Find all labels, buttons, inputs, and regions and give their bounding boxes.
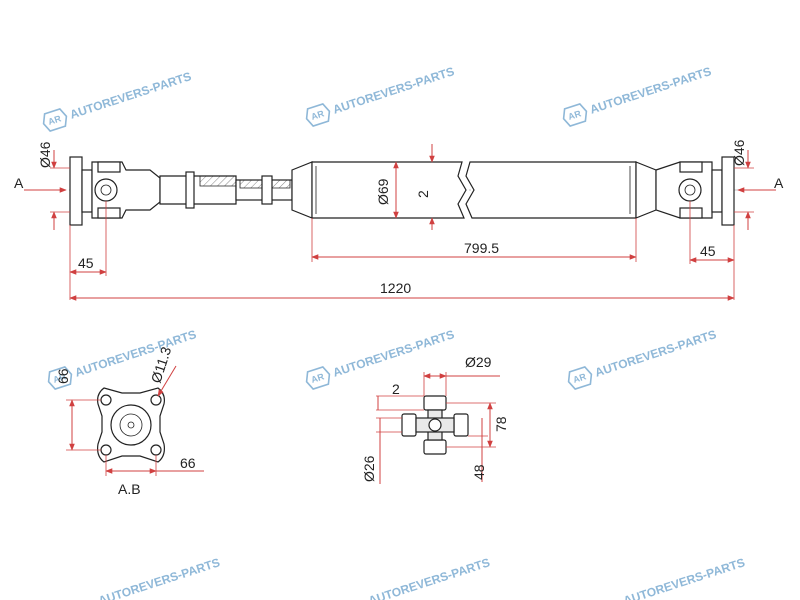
dim-cap-dia: Ø29 bbox=[465, 354, 492, 370]
watermark: AR AUTOREVERS-PARTS bbox=[562, 64, 713, 127]
ar-logo-icon bbox=[562, 103, 588, 127]
watermark: AUTOREVERS-PARTS bbox=[367, 555, 492, 600]
watermark-text: AUTOREVERS-PARTS bbox=[367, 555, 492, 600]
watermark: AR AUTOREVERS-PARTS bbox=[567, 327, 718, 390]
slip-sleeve-section-hatch bbox=[199, 175, 237, 187]
watermark: AR AUTOREVERS-PARTS bbox=[305, 64, 456, 127]
right-flange bbox=[721, 156, 735, 226]
dim-span-long: 78 bbox=[493, 416, 509, 432]
tube-left-segment bbox=[311, 161, 467, 219]
watermark-text: AUTOREVERS-PARTS bbox=[593, 327, 718, 380]
watermark-icon-letters: AR bbox=[567, 108, 583, 122]
dim-flange-right: 45 bbox=[700, 243, 716, 259]
shaft-dimensions: A A Ø46 Ø46 Ø69 2 799.5 45 bbox=[14, 139, 784, 301]
cross-cap-left bbox=[401, 413, 417, 437]
ar-logo-icon bbox=[42, 108, 68, 132]
cross-cap-right bbox=[453, 413, 469, 437]
right-ujoint-cap bbox=[678, 178, 702, 202]
dim-dia-left: Ø46 bbox=[37, 141, 53, 168]
right-ujoint-bearing-top bbox=[679, 161, 703, 173]
flange-bolt-hole bbox=[150, 394, 162, 406]
dim-span-short: 48 bbox=[471, 464, 487, 480]
flange-bolt-hole bbox=[100, 394, 112, 406]
dim-tube-dia: Ø69 bbox=[375, 178, 391, 205]
left-ujoint-bearing-bottom bbox=[97, 207, 121, 219]
left-ujoint-cap bbox=[94, 178, 118, 202]
flange-bolt-hole bbox=[150, 444, 162, 456]
dim-wall: 2 bbox=[415, 190, 431, 198]
tube-right-transition bbox=[635, 161, 657, 219]
flange-center-mark bbox=[127, 421, 135, 429]
left-ujoint-center bbox=[100, 184, 112, 196]
watermark-icon-letters: AR bbox=[572, 371, 588, 385]
right-flange-hub bbox=[711, 169, 723, 213]
watermark: AUTOREVERS-PARTS bbox=[622, 555, 747, 600]
ar-logo-icon bbox=[305, 103, 331, 127]
watermark-text: AUTOREVERS-PARTS bbox=[331, 64, 456, 117]
flange-center-bore bbox=[119, 413, 143, 437]
flange-view-caption: A.B bbox=[118, 481, 141, 497]
watermark-icon-letters: AR bbox=[310, 108, 326, 122]
universal-joint-cross: Ø29 2 78 48 Ø26 bbox=[361, 354, 509, 484]
left-flange-hub bbox=[81, 169, 93, 213]
flange-center-boss bbox=[110, 404, 152, 446]
left-flange bbox=[69, 156, 83, 226]
driveshaft-side-view bbox=[58, 156, 745, 226]
watermark-text: AUTOREVERS-PARTS bbox=[588, 64, 713, 117]
watermark-icon-letters: AR bbox=[47, 113, 63, 127]
dim-cap-offset: 2 bbox=[392, 381, 400, 397]
watermark-group: AR AUTOREVERS-PARTS AR AUTOREVERS-PARTS … bbox=[42, 64, 747, 600]
watermark-text: AUTOREVERS-PARTS bbox=[73, 327, 198, 380]
flange-bolt-hole bbox=[100, 444, 112, 456]
watermark-text: AUTOREVERS-PARTS bbox=[97, 555, 222, 600]
watermark: AR AUTOREVERS-PARTS bbox=[305, 327, 456, 390]
watermark-text: AUTOREVERS-PARTS bbox=[331, 327, 456, 380]
cross-cap-top bbox=[423, 395, 447, 411]
watermark-icon-letters: AR bbox=[310, 371, 326, 385]
cross-center bbox=[428, 418, 442, 432]
dim-body-dia: Ø26 bbox=[361, 455, 377, 482]
ar-logo-icon bbox=[47, 366, 73, 390]
ar-logo-icon bbox=[567, 366, 593, 390]
dim-flange-width: 66 bbox=[180, 455, 196, 471]
watermark-icon-letters: AR bbox=[52, 371, 68, 385]
section-label-right: A bbox=[774, 175, 784, 191]
left-ujoint-bearing-top bbox=[97, 161, 121, 173]
tube-right-segment bbox=[465, 161, 637, 219]
flange-end-view: 66 Ø11.3 66 A.B bbox=[55, 344, 204, 497]
watermark: AUTOREVERS-PARTS bbox=[97, 555, 222, 600]
spline-ring bbox=[261, 175, 273, 205]
dim-tube-length: 799.5 bbox=[464, 240, 499, 256]
dim-flange-height: 66 bbox=[55, 368, 71, 384]
cross-cap-bottom bbox=[423, 439, 447, 455]
dim-flange-left: 45 bbox=[78, 255, 94, 271]
section-label-left: A bbox=[14, 175, 24, 191]
ar-logo-icon bbox=[305, 366, 331, 390]
dim-dia-right: Ø46 bbox=[731, 139, 747, 166]
watermark-text: AUTOREVERS-PARTS bbox=[622, 555, 747, 600]
slip-sleeve-seal bbox=[185, 171, 195, 209]
dim-leader-hole bbox=[157, 365, 177, 397]
watermark: AR AUTOREVERS-PARTS bbox=[42, 69, 193, 132]
dim-overall-length: 1220 bbox=[380, 280, 411, 296]
right-ujoint-bearing-bottom bbox=[679, 207, 703, 219]
tube-left-transition bbox=[291, 161, 313, 219]
right-ujoint-center bbox=[684, 184, 696, 196]
watermark-text: AUTOREVERS-PARTS bbox=[68, 69, 193, 122]
